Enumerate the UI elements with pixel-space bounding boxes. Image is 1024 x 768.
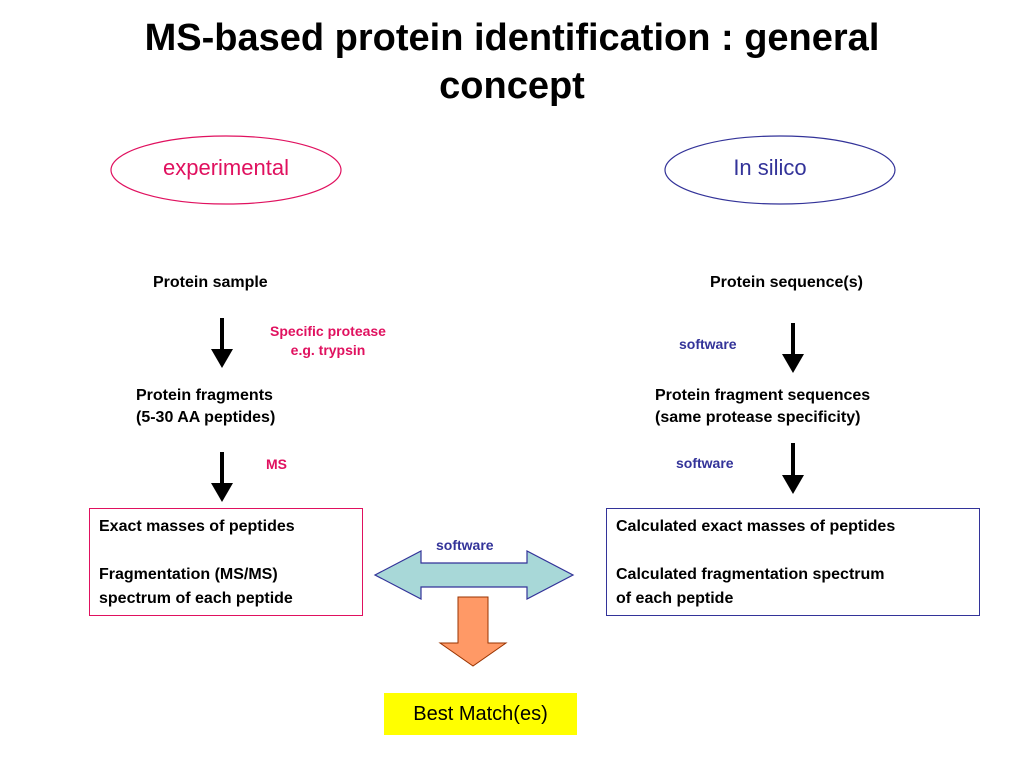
protein-fragments-line-2: (5-30 AA peptides)	[136, 409, 276, 426]
fragment-sequences-line-1: Protein fragment sequences	[655, 387, 871, 404]
calc-masses-text: Calculated exact masses of peptides	[616, 518, 896, 535]
insilico-results-box: Calculated exact masses of peptides Calc…	[606, 508, 980, 616]
software-label-1: software	[679, 336, 737, 352]
best-match-arrow	[438, 596, 508, 667]
page-title: MS-based protein identification : genera…	[0, 14, 1024, 110]
title-line-1: MS-based protein identification : genera…	[144, 17, 880, 59]
fragment-sequences-line-2: (same protease specificity)	[655, 409, 861, 426]
left-arrow-2	[211, 452, 233, 502]
left-arrow-1	[211, 318, 233, 368]
fragmentation-line-1: Fragmentation (MS/MS)	[99, 566, 278, 583]
experimental-label: experimental	[163, 155, 289, 180]
right-arrow-2	[782, 443, 804, 494]
protease-line-1: Specific protease	[270, 323, 386, 339]
calc-fragmentation-line-2: of each peptide	[616, 590, 734, 607]
fragmentation-line-2: spectrum of each peptide	[99, 590, 293, 607]
protein-sequences-label: Protein sequence(s)	[710, 274, 863, 291]
title-line-2: concept	[439, 65, 585, 107]
experimental-results-box: Exact masses of peptides Fragmentation (…	[89, 508, 363, 616]
exact-masses-text: Exact masses of peptides	[99, 518, 295, 535]
software-label-center: software	[436, 537, 494, 553]
protease-label: Specific protease e.g. trypsin	[250, 322, 406, 360]
fragment-sequences-label: Protein fragment sequences (same proteas…	[655, 385, 870, 429]
right-arrow-1	[782, 323, 804, 373]
software-label-2: software	[676, 455, 734, 471]
protease-line-2: e.g. trypsin	[290, 342, 366, 358]
calc-fragmentation-line-1: Calculated fragmentation spectrum	[616, 566, 885, 583]
protein-fragments-line-1: Protein fragments	[136, 387, 273, 404]
protein-fragments-label: Protein fragments (5-30 AA peptides)	[136, 385, 275, 429]
insilico-label: In silico	[733, 155, 807, 180]
protein-sample-label: Protein sample	[153, 274, 268, 291]
ms-label: MS	[266, 456, 287, 472]
best-match-box: Best Match(es)	[384, 693, 577, 735]
experimental-ellipse	[110, 135, 342, 205]
double-arrow	[373, 550, 575, 600]
insilico-ellipse	[664, 135, 896, 205]
